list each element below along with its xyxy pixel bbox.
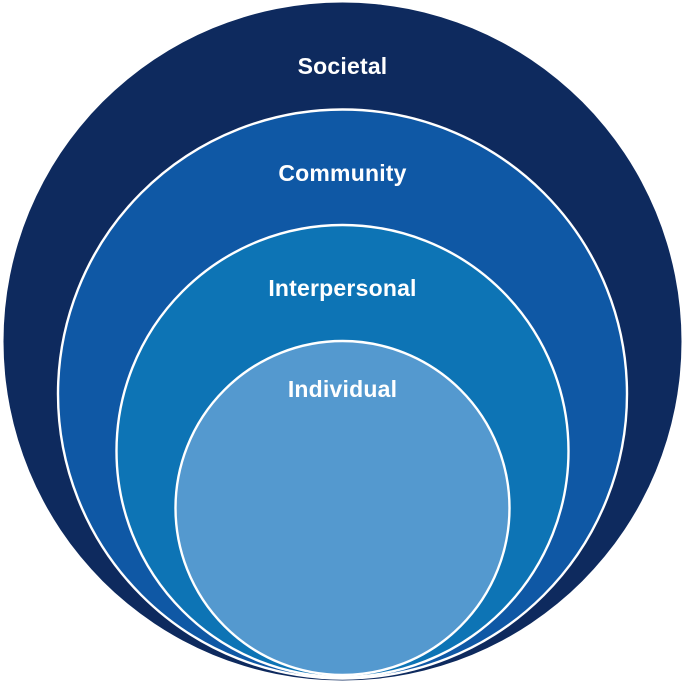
ring-label-community: Community (278, 160, 406, 186)
ring-individual (174, 339, 511, 677)
ring-label-interpersonal: Interpersonal (268, 275, 416, 301)
ring-label-individual: Individual (288, 376, 397, 402)
ring-label-societal: Societal (298, 53, 388, 79)
